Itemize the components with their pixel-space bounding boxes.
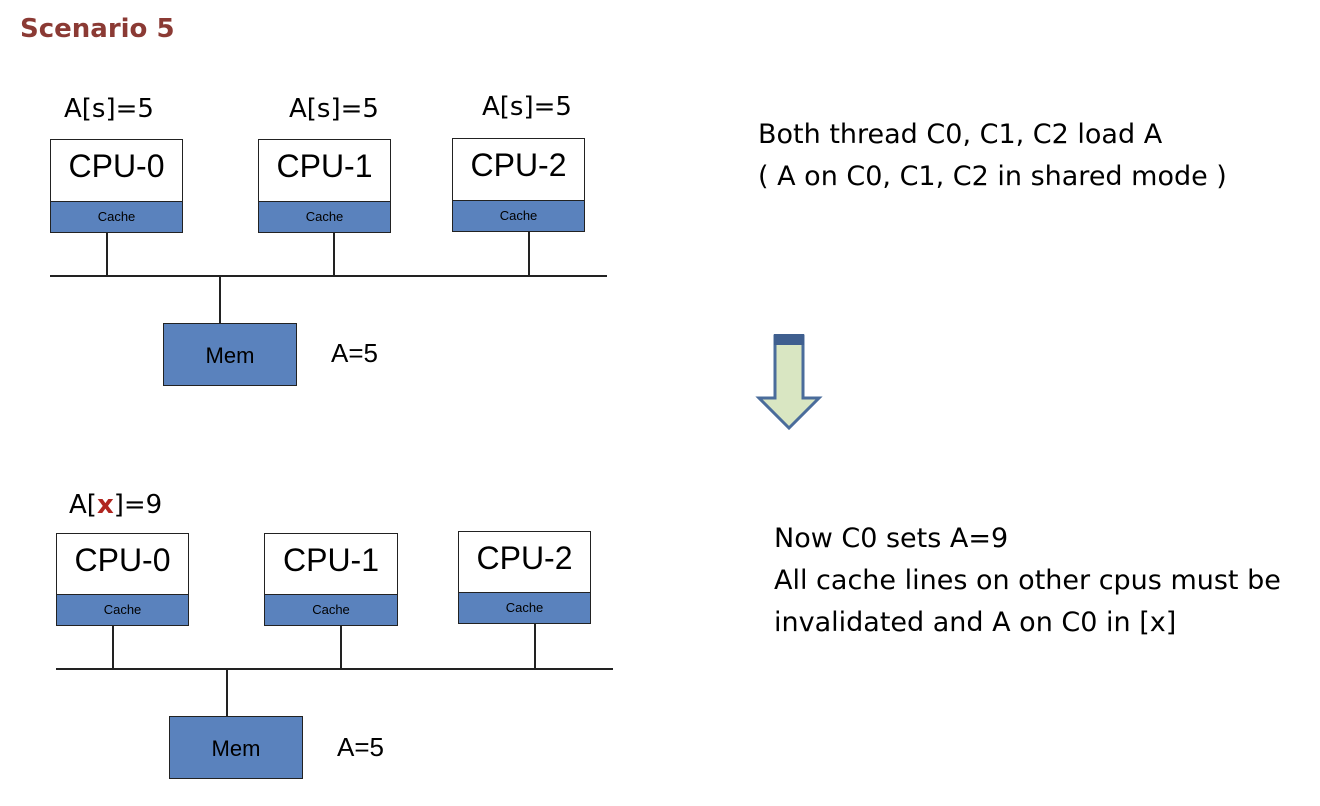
cpu0-bus-link <box>106 233 108 276</box>
top-caption-line: Both thread C0, C1, C2 load A <box>758 119 1163 150</box>
cpu2-cache: Cache <box>453 200 584 231</box>
cpu1-cache-state: A[s]=5 <box>289 94 379 124</box>
cpu1-label: CPU-1 <box>276 148 373 184</box>
cpu2-bus-link <box>534 624 536 669</box>
cpu2-cache: Cache <box>459 592 590 623</box>
cpu0-label: CPU-0 <box>68 148 165 184</box>
bottom-caption-line: invalidated and A on C0 in [x] <box>774 607 1177 638</box>
bottom-caption-line: Now C0 sets A=9 <box>774 523 1009 554</box>
cpu1-box: CPU-1 Cache <box>258 139 391 233</box>
state-suffix: ]=9 <box>113 490 163 520</box>
cpu2-box: CPU-2 Cache <box>458 531 591 624</box>
top-caption: Both thread C0, C1, C2 load A ( A on C0,… <box>758 114 1227 198</box>
cpu1-label: CPU-1 <box>282 542 379 578</box>
cpu0-bus-link <box>112 626 114 669</box>
memory-value: A=5 <box>331 338 378 368</box>
cpu2-box: CPU-2 Cache <box>452 138 585 232</box>
down-arrow-icon <box>755 334 823 431</box>
cpu2-cache-state: A[s]=5 <box>482 92 572 122</box>
system-bus <box>56 668 613 670</box>
state-prefix: A[ <box>69 490 97 520</box>
cpu1-cache: Cache <box>259 201 390 232</box>
memory-box: Mem <box>163 323 297 386</box>
cpu0-cache: Cache <box>57 594 188 625</box>
cpu0-box: CPU-0 Cache <box>50 139 183 233</box>
page-title: Scenario 5 <box>20 14 175 44</box>
system-bus <box>50 275 607 277</box>
mem-bus-link <box>219 277 221 324</box>
bottom-caption: Now C0 sets A=9 All cache lines on other… <box>774 518 1281 644</box>
cpu0-label: CPU-0 <box>74 542 171 578</box>
bottom-caption-line: All cache lines on other cpus must be <box>774 565 1281 596</box>
cpu1-box: CPU-1 Cache <box>264 533 398 626</box>
memory-value: A=5 <box>337 732 384 762</box>
cpu2-label: CPU-2 <box>470 147 567 183</box>
cpu1-bus-link <box>333 233 335 276</box>
cpu0-box: CPU-0 Cache <box>56 533 189 626</box>
cpu1-cache: Cache <box>265 594 397 625</box>
cpu1-bus-link <box>340 626 342 669</box>
exclusive-flag: x <box>96 490 114 520</box>
cpu0-cache: Cache <box>51 201 182 232</box>
cpu2-label: CPU-2 <box>476 540 573 576</box>
cpu0-cache-state: A[x]=9 <box>69 490 162 520</box>
cpu0-cache-state: A[s]=5 <box>64 94 154 124</box>
cpu2-bus-link <box>528 232 530 276</box>
top-caption-line: ( A on C0, C1, C2 in shared mode ) <box>758 161 1227 192</box>
mem-bus-link <box>226 670 228 717</box>
memory-box: Mem <box>169 716 303 779</box>
